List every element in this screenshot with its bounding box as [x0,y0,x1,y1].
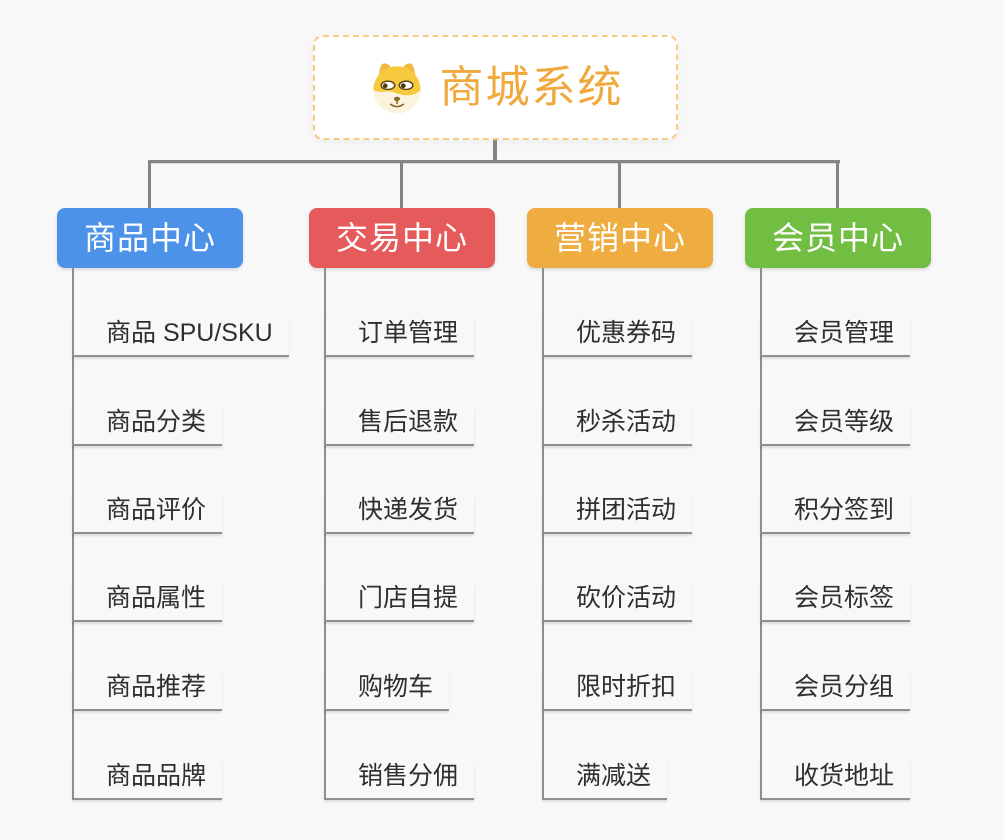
branch-label: 会员中心 [771,220,904,256]
branch-node[interactable]: 会员中心 [745,208,931,268]
connector-branch-stub [400,160,403,208]
root-node[interactable]: 商城系统 [313,35,678,140]
leaf-item[interactable]: 商品品牌 [72,760,223,800]
leaf-item[interactable]: 售后退款 [324,406,475,446]
connector-trunk [72,268,74,800]
leaf-item[interactable]: 会员标签 [760,582,911,622]
connector-branch-stub [836,160,839,208]
dog-icon [368,59,426,117]
leaf-item[interactable]: 秒杀活动 [542,406,693,446]
leaf-item[interactable]: 商品推荐 [72,671,223,711]
connector-trunk [542,268,544,800]
branch-node[interactable]: 营销中心 [527,208,713,268]
leaf-item[interactable]: 砍价活动 [542,582,693,622]
leaf-item[interactable]: 会员等级 [760,406,911,446]
branch-label: 商品中心 [83,220,216,256]
branch-2: 营销中心 优惠券码秒杀活动拼团活动砍价活动限时折扣满减送 [527,160,713,808]
leaf-item[interactable]: 商品 SPU/SKU [72,317,289,357]
branch-1: 交易中心 订单管理售后退款快递发货门店自提购物车销售分佣 [309,160,495,808]
leaf-item[interactable]: 商品评价 [72,494,223,534]
branch-items: 优惠券码秒杀活动拼团活动砍价活动限时折扣满减送 [527,208,713,808]
leaf-item[interactable]: 订单管理 [324,317,475,357]
connector-branch-stub [618,160,621,208]
branch-items: 商品 SPU/SKU 商品分类商品评价商品属性商品推荐商品品牌 [57,208,289,808]
leaf-item[interactable]: 收货地址 [760,760,911,800]
branch-items: 会员管理会员等级积分签到会员标签会员分组收货地址 [745,208,931,808]
connector-trunk [324,268,326,800]
leaf-item[interactable]: 限时折扣 [542,671,693,711]
branch-items: 订单管理售后退款快递发货门店自提购物车销售分佣 [309,208,495,808]
leaf-item[interactable]: 商品属性 [72,582,223,622]
leaf-item[interactable]: 快递发货 [324,494,475,534]
leaf-item[interactable]: 会员分组 [760,671,911,711]
branch-3: 会员中心 会员管理会员等级积分签到会员标签会员分组收货地址 [745,160,931,808]
connector-branch-stub [148,160,151,208]
branch-node[interactable]: 交易中心 [309,208,495,268]
connector-trunk [760,268,762,800]
leaf-item[interactable]: 购物车 [324,671,450,711]
branch-label: 交易中心 [335,220,468,256]
branch-0: 商品中心 商品 SPU/SKU 商品分类商品评价商品属性商品推荐商品品牌 [57,160,289,808]
leaf-item[interactable]: 满减送 [542,760,668,800]
leaf-item[interactable]: 门店自提 [324,582,475,622]
leaf-item[interactable]: 会员管理 [760,317,911,357]
branch-label: 营销中心 [553,220,686,256]
leaf-item[interactable]: 销售分佣 [324,760,475,800]
leaf-item[interactable]: 商品分类 [72,406,223,446]
leaf-item[interactable]: 积分签到 [760,494,911,534]
leaf-item[interactable]: 优惠券码 [542,317,693,357]
connector-horizontal-line [149,160,840,163]
root-title: 商城系统 [439,62,624,112]
connector-root-stub [493,140,497,161]
branch-node[interactable]: 商品中心 [57,208,243,268]
leaf-item[interactable]: 拼团活动 [542,494,693,534]
